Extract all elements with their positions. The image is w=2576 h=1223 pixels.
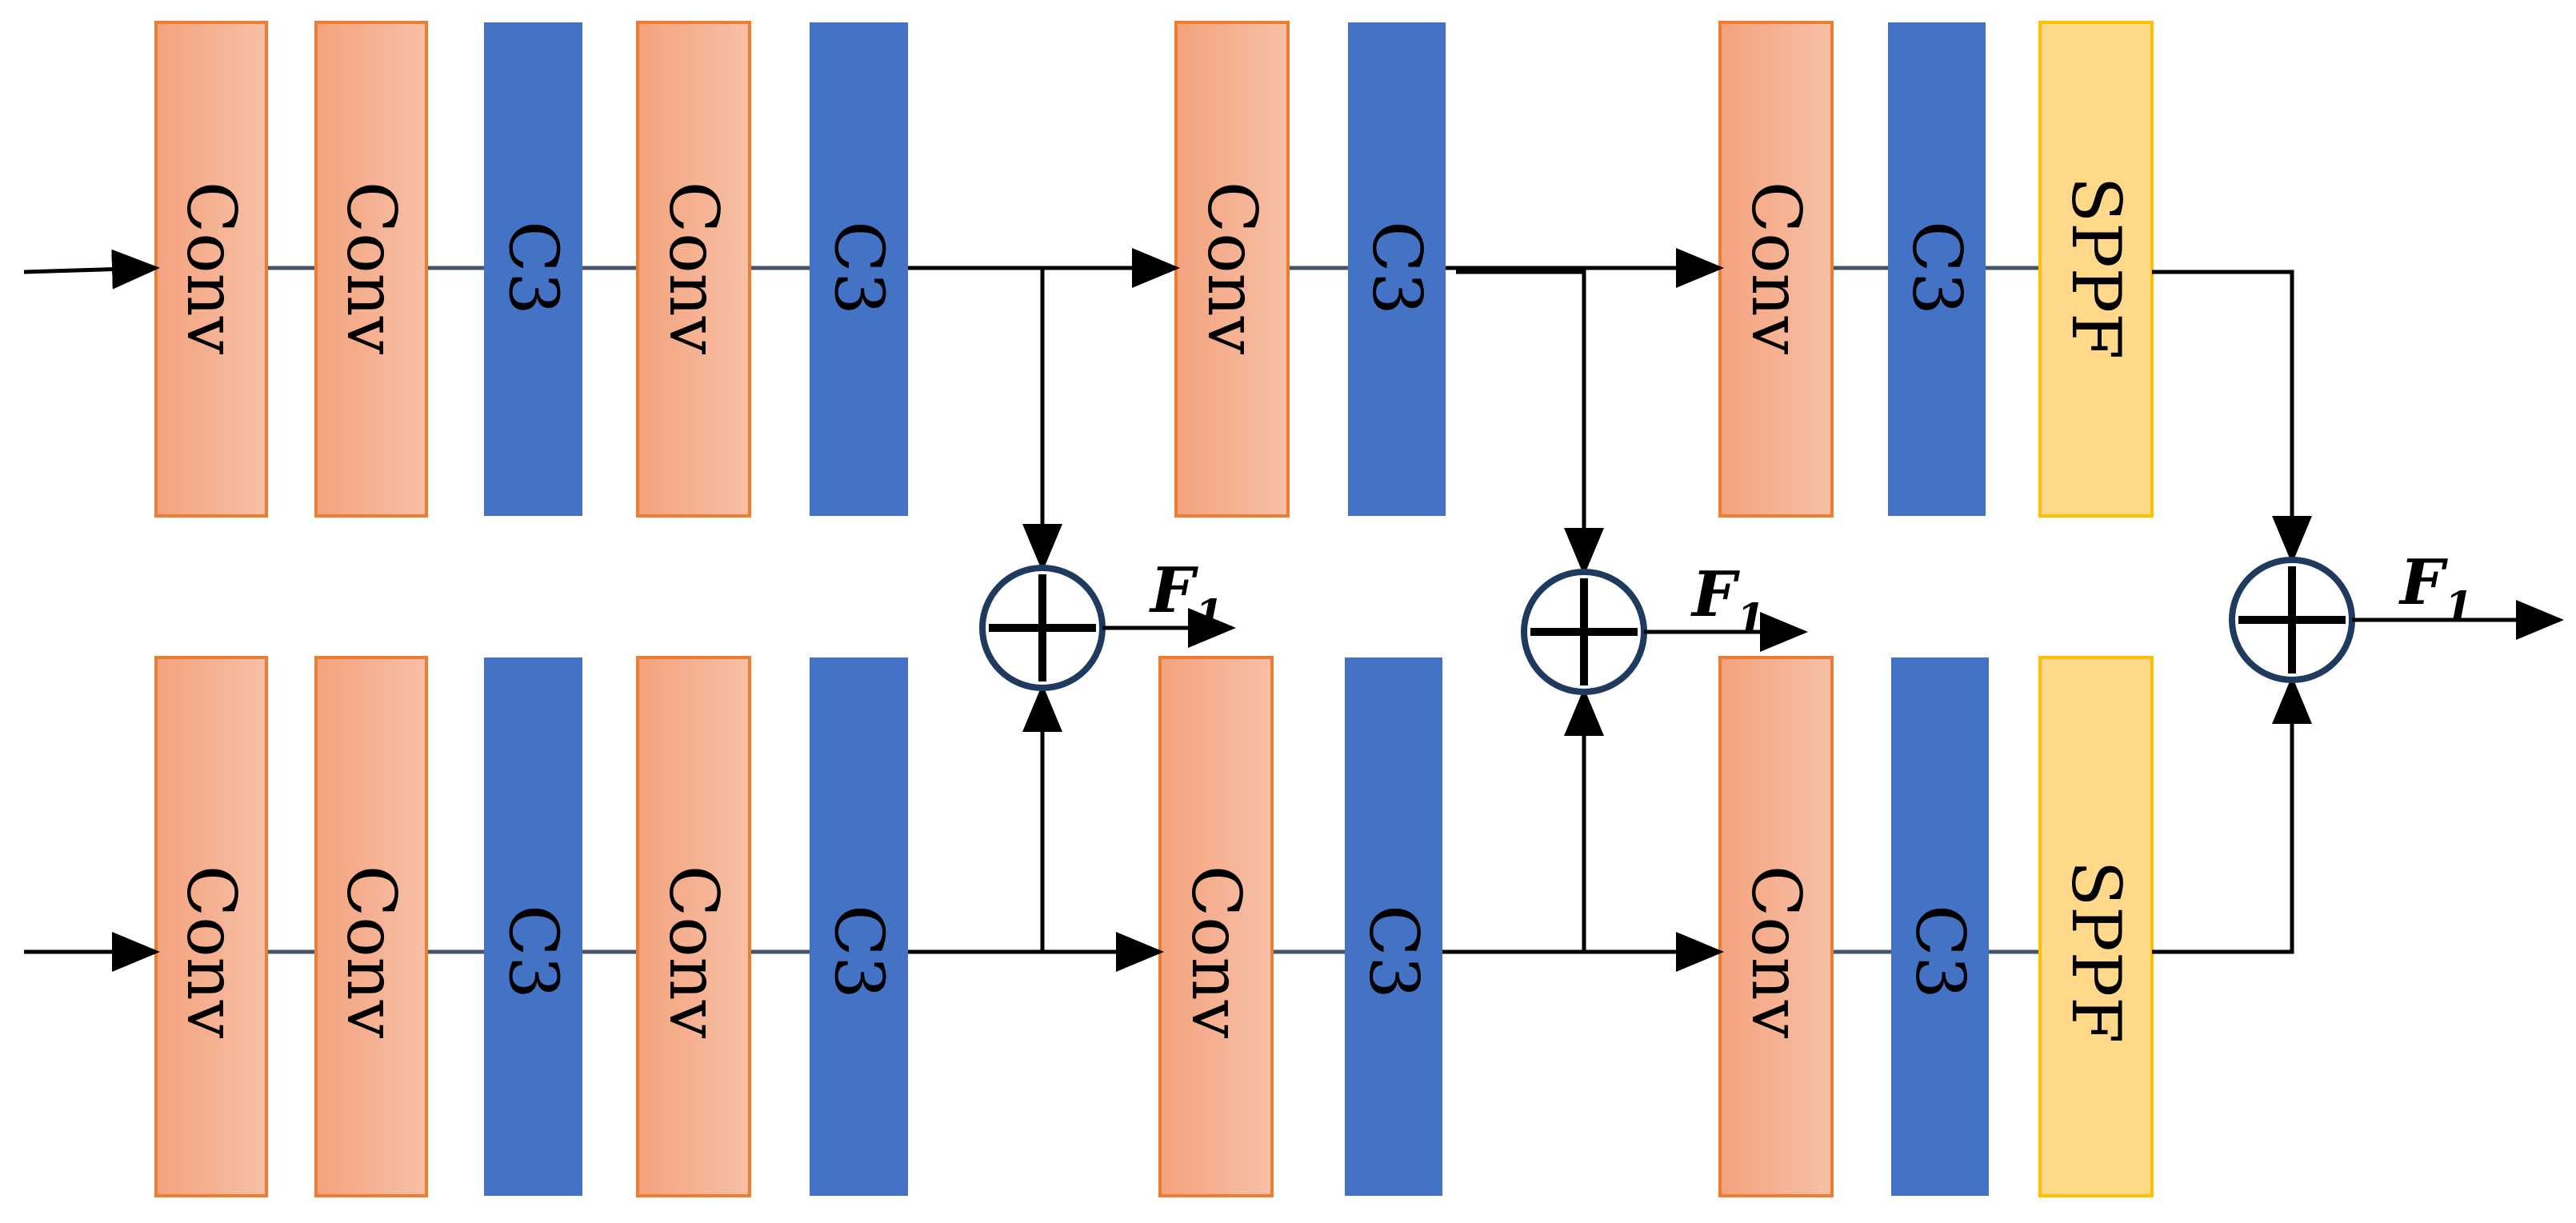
c3-block-rect bbox=[484, 22, 582, 516]
sppf-block-label: SPPF bbox=[2057, 177, 2135, 360]
bottom-block-conv-7: Conv bbox=[1718, 656, 1834, 1197]
bottom-branch: Conv Conv C3 Conv C3 Conv C3 Conv C3 SPPF bbox=[154, 656, 2154, 1197]
conv-block-label: Conv bbox=[172, 182, 250, 355]
conv-block-label: Conv bbox=[654, 182, 733, 355]
bottom-block-conv-1: Conv bbox=[314, 656, 428, 1197]
c3-block-rect bbox=[1345, 657, 1442, 1196]
conv-block-rect bbox=[1718, 21, 1834, 518]
c3-block-label: C3 bbox=[1354, 905, 1433, 999]
bottom-block-c3-6: C3 bbox=[1345, 657, 1442, 1196]
fusion-1-top-input bbox=[916, 266, 1062, 572]
fusion-output-label: F1 bbox=[1149, 554, 1224, 640]
fusion-2-top-input bbox=[1456, 270, 1604, 576]
top-block-c3-4: C3 bbox=[810, 22, 908, 516]
bottom-block-sppf-9: SPPF bbox=[2038, 656, 2154, 1197]
conv-block-rect bbox=[1158, 656, 1274, 1197]
fusion-3-top-input bbox=[2152, 270, 2312, 564]
fusion-2-bottom-input bbox=[1456, 688, 1604, 954]
c3-block-rect bbox=[810, 22, 908, 516]
c3-block-rect bbox=[1888, 22, 1986, 516]
conv-block-label: Conv bbox=[1737, 182, 1815, 355]
sppf-block-rect bbox=[2038, 656, 2154, 1197]
bottom-block-conv-3: Conv bbox=[636, 656, 751, 1197]
top-block-c3-6: C3 bbox=[1348, 22, 1446, 516]
arrow-wires bbox=[23, 248, 2312, 972]
conv-block-label: Conv bbox=[332, 865, 410, 1039]
fusion-node-1: F1 bbox=[979, 554, 1236, 691]
top-block-conv-0: Conv bbox=[154, 21, 268, 518]
fusion-output-label: F1 bbox=[2398, 546, 2474, 632]
conv-block-label: Conv bbox=[172, 865, 250, 1039]
conv-block-rect bbox=[1174, 21, 1290, 518]
bottom-block-c3-8: C3 bbox=[1891, 657, 1989, 1196]
bottom-block-c3-2: C3 bbox=[484, 657, 582, 1196]
conv-block-label: Conv bbox=[332, 182, 410, 355]
c3-block-rect bbox=[1348, 22, 1446, 516]
conv-block-rect bbox=[314, 656, 428, 1197]
fusion-1-bottom-input bbox=[916, 684, 1062, 954]
conv-block-rect bbox=[314, 21, 428, 518]
c3-block-label: C3 bbox=[494, 905, 573, 999]
conv-block-label: Conv bbox=[654, 865, 733, 1039]
top-block-conv-5: Conv bbox=[1174, 21, 1290, 518]
c3-block-label: C3 bbox=[820, 221, 898, 315]
bottom-block-conv-0: Conv bbox=[154, 656, 268, 1197]
top-branch: Conv Conv C3 Conv C3 Conv C3 Conv C3 SPPF bbox=[154, 21, 2154, 518]
conv-block-label: Conv bbox=[1177, 865, 1255, 1039]
conv-block-label: Conv bbox=[1737, 865, 1815, 1039]
c3-block-rect bbox=[810, 657, 908, 1196]
sppf-block-rect bbox=[2038, 21, 2154, 518]
fusion-3-bottom-input bbox=[2152, 676, 2312, 954]
c3-block-label: C3 bbox=[820, 905, 898, 999]
c3-block-label: C3 bbox=[1898, 221, 1976, 315]
conv-block-rect bbox=[636, 21, 751, 518]
top-block-sppf-9: SPPF bbox=[2038, 21, 2154, 518]
top-block-conv-3: Conv bbox=[636, 21, 751, 518]
c3-block-label: C3 bbox=[494, 221, 573, 315]
conv-block-rect bbox=[1718, 656, 1834, 1197]
c3-block-rect bbox=[484, 657, 582, 1196]
conv-block-rect bbox=[636, 656, 751, 1197]
fusion-output-label: F1 bbox=[1690, 558, 1766, 644]
c3-block-rect bbox=[1891, 657, 1989, 1196]
fusion-nodes: F1 F1 F1 bbox=[979, 546, 2564, 695]
top-block-c3-8: C3 bbox=[1888, 22, 1986, 516]
connection-lines bbox=[266, 266, 2040, 954]
bottom-block-conv-5: Conv bbox=[1158, 656, 1274, 1197]
c3-block-label: C3 bbox=[1901, 905, 1979, 999]
fusion-node-3: F1 bbox=[2229, 546, 2564, 683]
top-block-c3-2: C3 bbox=[484, 22, 582, 516]
top-input-arrow bbox=[23, 249, 160, 290]
conv-block-rect bbox=[154, 656, 268, 1197]
top-block-conv-7: Conv bbox=[1718, 21, 1834, 518]
bottom-block-c3-4: C3 bbox=[810, 657, 908, 1196]
c3-block-label: C3 bbox=[1358, 221, 1436, 315]
conv-block-rect bbox=[154, 21, 268, 518]
conv-block-label: Conv bbox=[1193, 182, 1271, 355]
top-block-conv-1: Conv bbox=[314, 21, 428, 518]
sppf-block-label: SPPF bbox=[2057, 861, 2135, 1044]
